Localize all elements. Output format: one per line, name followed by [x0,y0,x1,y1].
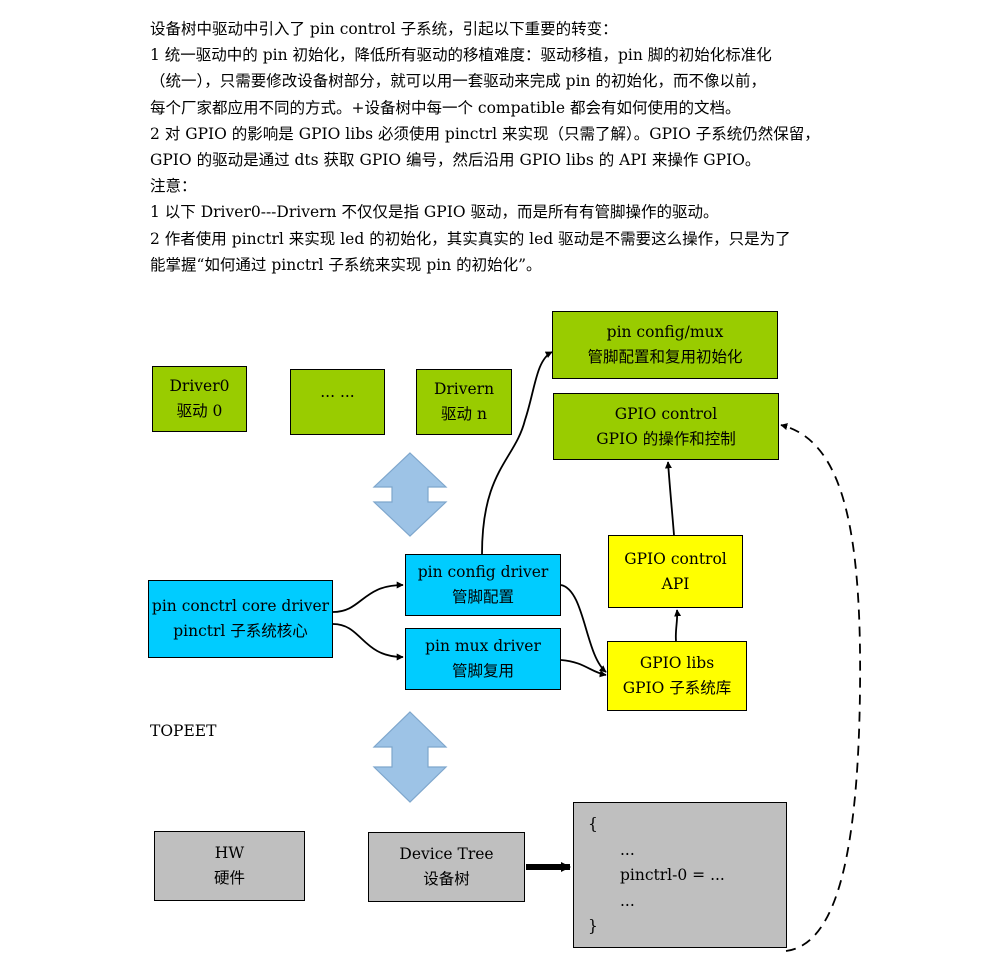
intro-line: （统一），只需要修改设备树部分，就可以用一套驱动来完成 pin 的初始化，而不像… [150,72,766,91]
code-close-brace: } [588,917,598,935]
pin-config-driver-box: pin config driver 管脚配置 [405,554,561,616]
arrow-mux-to-libs [560,659,607,678]
intro-line: GPIO 的驱动是通过 dts 获取 GPIO 编号，然后沿用 GPIO lib… [150,151,761,170]
drivern-label: Drivern [433,380,495,398]
gpio-control-box: GPIO control GPIO 的操作和控制 [553,393,779,460]
driver0-box: Driver0 驱动 0 [152,366,247,432]
driver-dots-label: ... ... [320,383,355,401]
gpio-libs-box: GPIO libs GPIO 子系统库 [607,641,747,711]
driver0-label: Driver0 [169,377,230,395]
arrow-libs-to-api [674,609,682,642]
arrow-core-to-config [332,581,404,613]
arrow-api-to-control [664,461,675,536]
device-tree-code-box: { ... pinctrl-0 = ... ... } [573,802,787,948]
pinctrl-core-box: pin conctrl core driver pinctrl 子系统核心 [148,580,333,658]
gpio-libs-label: GPIO libs [639,654,715,672]
pin-config-driver-sublabel: 管脚配置 [451,588,514,606]
device-tree-label: Device Tree [399,845,494,863]
topeet-label: TOPEET [150,722,217,740]
pin-mux-driver-label: pin mux driver [425,637,541,655]
intro-line: 设备树中驱动中引入了 pin control 子系统，引起以下重要的转变： [150,20,618,38]
gpio-libs-sublabel: GPIO 子系统库 [622,679,732,697]
pin-mux-driver-sublabel: 管脚复用 [451,662,514,680]
drivern-sublabel: 驱动 n [441,405,487,423]
code-pinctrl-line: pinctrl-0 = ... [620,866,725,884]
arrow-core-to-mux [332,623,404,661]
arrow-config-to-libs [560,584,607,673]
drivern-box: Drivern 驱动 n [416,369,512,435]
gpio-control-api-box: GPIO control API [608,535,743,608]
code-open-brace: { [588,815,598,833]
pin-config-mux-label: pin config/mux [606,323,724,341]
pinctrl-core-sublabel: pinctrl 子系统核心 [173,622,308,640]
code-dots: ... [620,841,635,859]
arrow-config-to-configmux [481,351,553,555]
pin-config-mux-box: pin config/mux 管脚配置和复用初始化 [552,311,778,379]
intro-line: 2 对 GPIO 的影响是 GPIO libs 必须使用 pinctrl 来实现… [150,124,820,143]
arrow-code-to-control-dashed [780,423,862,952]
gpio-control-sublabel: GPIO 的操作和控制 [596,429,736,448]
intro-line: 每个厂家都应用不同的方式。+设备树中每一个 compatible 都会有如何使用… [150,98,741,117]
gpio-control-api-sublabel: API [661,574,690,593]
driver0-sublabel: 驱动 0 [176,402,223,420]
gpio-control-label: GPIO control [614,404,718,423]
intro-line: 1 统一驱动中的 pin 初始化，降低所有驱动的移植难度：驱动移植，pin 脚的… [150,46,772,65]
pinctrl-core-label: pin conctrl core driver [151,597,330,615]
pin-config-driver-label: pin config driver [417,563,549,581]
intro-line: 能掌握“如何通过 pinctrl 子系统来实现 pin 的初始化”。 [150,255,542,274]
device-tree-box: Device Tree 设备树 [368,832,525,902]
pin-config-mux-sublabel: 管脚配置和复用初始化 [587,348,743,366]
driver-dots-box: ... ... [290,369,385,435]
hw-label: HW [214,844,245,862]
intro-line: 1 以下 Driver0---Drivern 不仅仅是指 GPIO 驱动，而是所… [150,203,719,222]
hw-sublabel: 硬件 [213,869,245,887]
gpio-control-api-label: GPIO control [624,549,727,568]
code-dots: ... [620,892,635,910]
intro-line: 注意： [150,177,197,196]
intro-line: 2 作者使用 pinctrl 来实现 led 的初始化，其实真实的 led 驱动… [150,229,791,248]
hw-box: HW 硬件 [154,831,305,901]
pin-mux-driver-box: pin mux driver 管脚复用 [405,628,561,690]
device-tree-sublabel: 设备树 [423,870,470,888]
intro-text: 设备树中驱动中引入了 pin control 子系统，引起以下重要的转变： 1 … [150,16,850,278]
double-arrow-lower [372,711,448,803]
double-arrow-upper [372,452,448,537]
